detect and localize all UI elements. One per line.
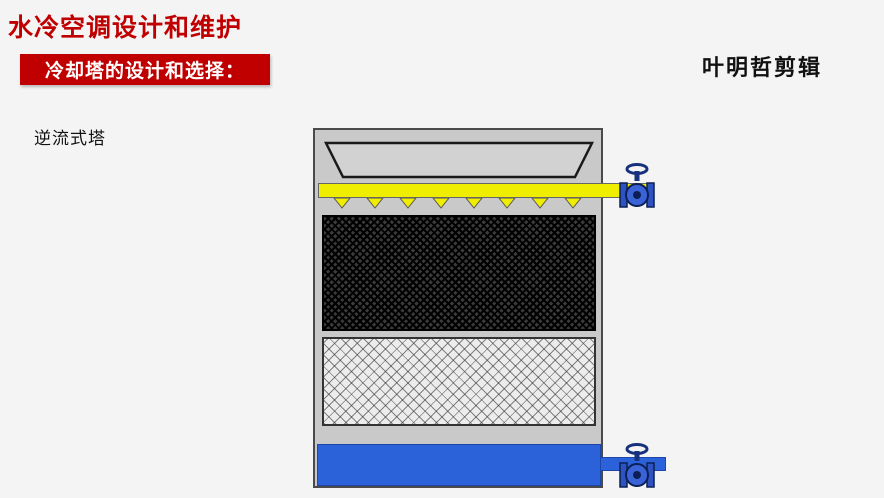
heat-exchange-fill <box>322 215 596 331</box>
tower-type-label: 逆流式塔 <box>34 129 106 148</box>
spray-water-pipe <box>318 183 652 198</box>
inlet-valve-icon <box>619 163 655 208</box>
credit-text: 叶明哲剪辑 <box>701 55 822 80</box>
mesh-fill-layer <box>322 337 596 426</box>
spray-nozzles <box>332 197 583 209</box>
drain-valve-icon <box>619 443 655 488</box>
section-banner-label: 冷却塔的设计和选择： <box>44 61 245 82</box>
cold-water-basin <box>317 444 601 486</box>
section-banner: 冷却塔的设计和选择： <box>20 54 270 85</box>
page-title: 水冷空调设计和维护 <box>8 14 243 42</box>
air-outlet-housing <box>324 141 594 179</box>
